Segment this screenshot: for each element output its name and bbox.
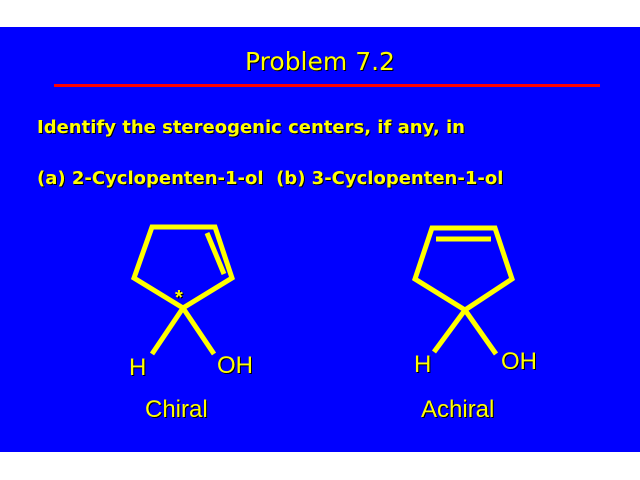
oh-label-a: OH — [217, 352, 253, 379]
structure-3-cyclopenten-1-ol — [412, 225, 515, 356]
slide-title: Problem 7.2 — [245, 47, 395, 76]
stereocenter-asterisk: * — [175, 287, 183, 309]
ring-a — [130, 224, 236, 311]
caption-achiral: Achiral — [421, 396, 494, 423]
bond-h-b — [431, 308, 468, 354]
caption-chiral: Chiral — [145, 396, 208, 423]
double-bond-a — [204, 232, 227, 275]
h-label-b: H — [414, 351, 431, 378]
bond-oh-a — [180, 306, 217, 356]
compound-names: (a) 2-Cyclopenten-1-ol (b) 3-Cyclopenten… — [37, 168, 504, 189]
problem-prompt: Identify the stereogenic centers, if any… — [37, 117, 465, 138]
bond-oh-b — [462, 308, 499, 356]
slide: Problem 7.2 Identify the stereogenic cen… — [0, 27, 640, 452]
oh-label-b: OH — [501, 348, 537, 375]
h-label-a: H — [129, 354, 146, 381]
title-divider — [54, 84, 600, 87]
structure-2-cyclopenten-1-ol — [130, 224, 236, 356]
ring-b — [412, 225, 515, 313]
bond-h-a — [149, 306, 186, 356]
